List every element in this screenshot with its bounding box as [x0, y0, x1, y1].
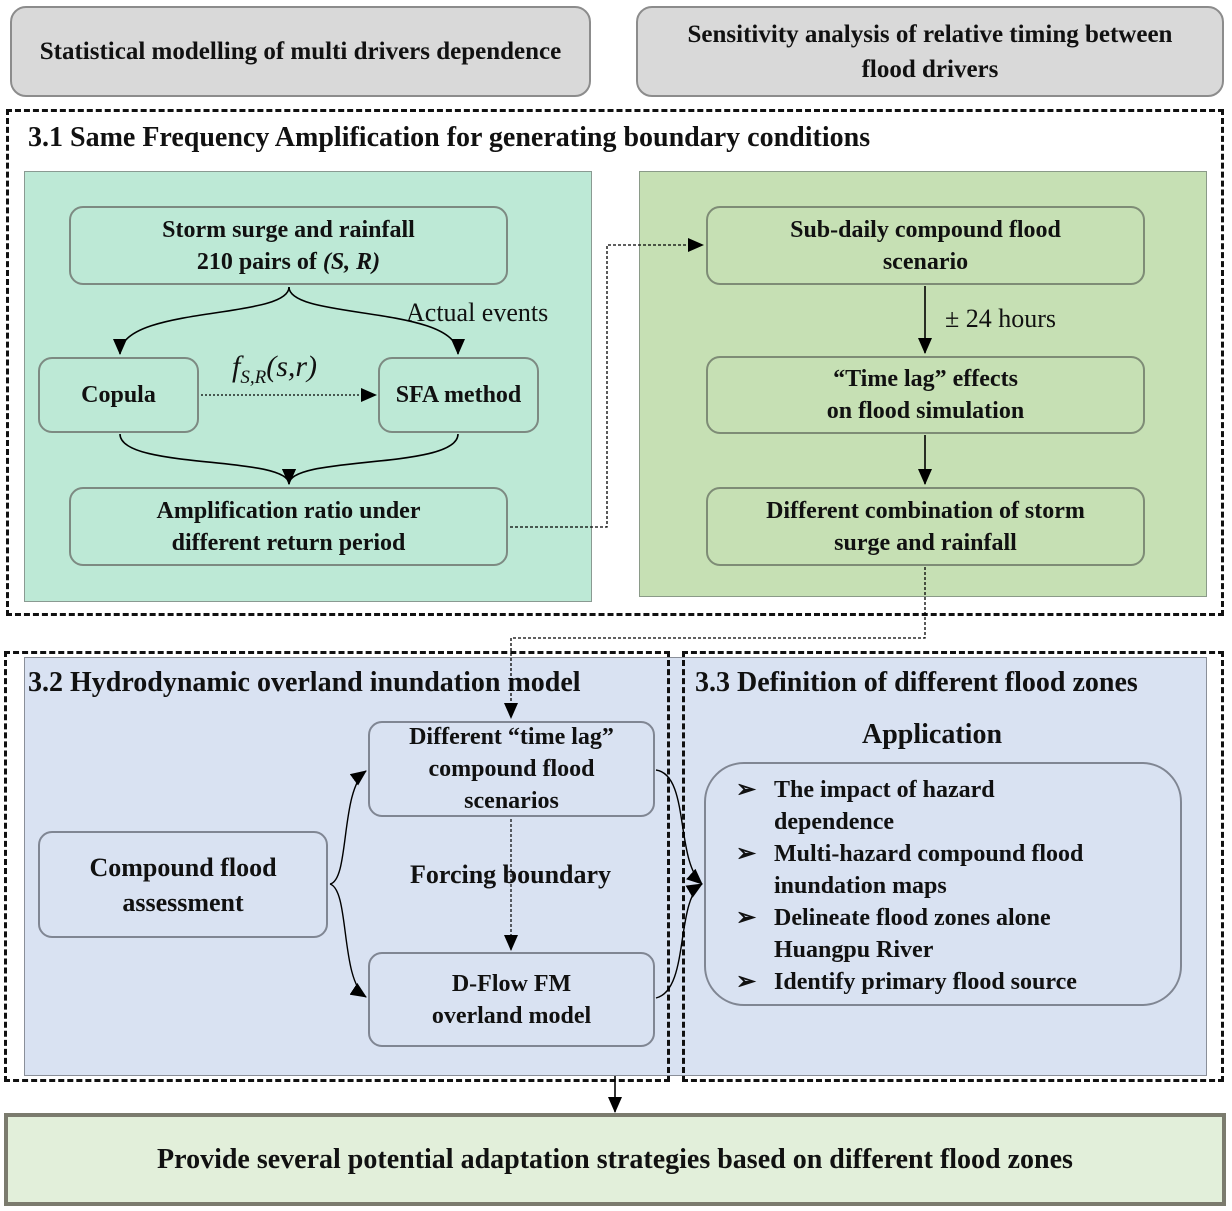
sfa-method-node: SFA method — [378, 357, 539, 433]
storm-node-variables: (S, R) — [322, 248, 381, 275]
adaptation-strategies-box: Provide several potential adaptation str… — [4, 1113, 1226, 1206]
subdaily-scenario-node: Sub-daily compound flood scenario — [706, 206, 1145, 285]
actual-events-label: Actual events — [406, 298, 549, 327]
bullet-arrow-icon: ➢ — [736, 841, 757, 867]
time-shift-label: ± 24 hours — [945, 304, 1057, 333]
amplification-ratio-node: Amplification ratio under different retu… — [69, 487, 508, 566]
time-lag-scenarios-node: Different “time lag” compound flood scen… — [368, 721, 655, 817]
header-box-statistical-modelling: Statistical modelling of multi drivers d… — [10, 6, 591, 97]
storm-surge-rainfall-node: Storm surge and rainfall 210 pairs of (S… — [69, 206, 508, 285]
section-3-3-title: 3.3 Definition of different flood zones — [695, 667, 1138, 698]
combination-node: Different combination of storm surge and… — [706, 487, 1145, 566]
forcing-boundary-label: Forcing boundary — [410, 860, 612, 889]
application-heading: Application — [862, 719, 1003, 750]
storm-node-line1: Storm surge and rainfall — [162, 216, 415, 243]
section-3-2-title: 3.2 Hydrodynamic overland inundation mod… — [28, 667, 581, 698]
compound-flood-assessment-node: Compound flood assessment — [38, 831, 328, 938]
bullet-arrow-icon: ➢ — [736, 969, 757, 995]
header-box-sensitivity-analysis-text: Sensitivity analysis of relative timing … — [687, 20, 1173, 83]
bullet-arrow-icon: ➢ — [736, 905, 757, 931]
time-lag-effects-node: “Time lag” effects on flood simulation — [706, 356, 1145, 434]
header-box-sensitivity-analysis: Sensitivity analysis of relative timing … — [636, 6, 1224, 97]
application-box — [704, 762, 1182, 1006]
dflow-fm-node: D-Flow FM overland model — [368, 952, 655, 1047]
header-box-statistical-modelling-text: Statistical modelling of multi drivers d… — [39, 38, 562, 65]
storm-node-line2: 210 pairs of (S, R) — [196, 248, 381, 275]
joint-density-label: fS,R(s,r) — [232, 350, 318, 388]
copula-node: Copula — [38, 357, 199, 433]
bullet-arrow-icon: ➢ — [736, 777, 757, 803]
section-3-1-title: 3.1 Same Frequency Amplification for gen… — [28, 122, 871, 153]
